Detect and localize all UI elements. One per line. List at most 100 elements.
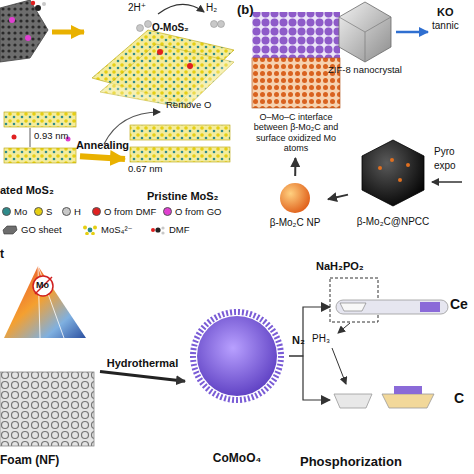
mos4-symbol: [88, 227, 93, 232]
legend-swatch: [34, 207, 43, 216]
tube-node: Ce: [330, 290, 474, 324]
legend-text: GO sheet: [21, 224, 62, 235]
ion-label: 2H⁺: [128, 2, 146, 14]
atmosphere-label: N₂: [292, 334, 305, 347]
dmf-symbol: [155, 227, 160, 232]
legend-item: Mo: [2, 206, 27, 217]
composite-node: β-Mo₂C@NPCC: [348, 132, 438, 236]
legend-swatch: [92, 207, 101, 216]
hydrogen-atom: [218, 21, 225, 28]
legend-swatch: [2, 207, 11, 216]
legend-swatch: [62, 207, 71, 216]
edge-label: Annealing: [76, 139, 129, 152]
mo2c-crystal: [252, 58, 340, 108]
mo2c-sphere: [280, 183, 310, 213]
legend-text: S: [46, 206, 52, 217]
nanoparticle: [378, 166, 382, 170]
gas-label: PH₃: [312, 333, 330, 345]
legend-swatch: [163, 207, 172, 216]
dimension-label: 0.93 nm: [34, 131, 68, 142]
nanoparticle: [390, 158, 394, 162]
polyhedron-facet: [365, 32, 366, 62]
flower-fringe: [193, 312, 281, 400]
crystal-node: ZIF-8 nanocrystal: [326, 0, 404, 92]
legend-item: DMF: [150, 224, 190, 235]
element-label: Mo: [36, 280, 49, 290]
mos2-sheet: [100, 44, 234, 108]
polyhedron-facet: [339, 17, 391, 32]
legend-text: Mo: [14, 206, 27, 217]
nanoparticle: [398, 178, 402, 182]
go-sheet: [0, 0, 48, 62]
branch-line: [289, 356, 330, 400]
legend-text: DMF: [169, 224, 190, 235]
dmf-molecule: [31, 1, 35, 5]
flow-arrow: [294, 158, 296, 176]
node-text: O-MoS₂: [152, 22, 189, 34]
sample: [394, 386, 422, 394]
panel-label: (b): [237, 3, 254, 18]
dmf-symbol: [161, 226, 164, 229]
reagent-label: KO: [437, 6, 454, 19]
mo-circle: [33, 276, 53, 296]
process-arrow: [396, 31, 428, 34]
hydrogen-atom: [211, 21, 218, 28]
legend-item: S: [34, 206, 52, 217]
node-text: Pristine MoS₂: [147, 190, 219, 203]
oxygen-atom: [25, 35, 31, 41]
node-text: CoMoO₄: [185, 452, 289, 466]
nanoparticle: [406, 163, 410, 167]
flow-arrow: [328, 195, 348, 200]
annealing-arrow: [80, 156, 125, 159]
gas-arrow: [338, 323, 350, 333]
hydrogen-atom: [145, 21, 152, 28]
legend-item: GO sheet: [2, 224, 62, 235]
legend-item: O from DMF: [92, 206, 156, 217]
reagent-label: tannic: [432, 20, 459, 32]
legend-symbol: [2, 225, 18, 235]
mos2-layer: [4, 112, 76, 127]
mos4-symbol: [93, 225, 97, 229]
panel-label: t: [0, 248, 4, 262]
legend-item: H: [62, 206, 81, 217]
legend-item: MoS₄²⁻: [82, 224, 133, 235]
process-arrow: [52, 30, 84, 35]
node-text: β-Mo₂C NP: [262, 217, 328, 229]
dmf-molecule: [35, 5, 41, 11]
legend-text: MoS₄²⁻: [101, 224, 133, 235]
mo-circle: [35, 277, 52, 294]
reaction-cone: [4, 266, 86, 338]
node-text: ZIF-8 nanocrystal: [326, 65, 404, 76]
oxygen-atom: [12, 135, 17, 140]
particle-node: β-Mo₂C NP: [262, 176, 328, 238]
node-text: Foam (NF): [0, 454, 59, 468]
hydrogen-atom: [137, 25, 144, 32]
node-text: Ce: [450, 296, 468, 312]
hydrothermal-arrow: [100, 372, 185, 382]
boat: [334, 394, 372, 408]
step-label: Phosphorization: [300, 455, 402, 470]
node-text: C: [454, 390, 464, 406]
process-label: Pyro: [434, 146, 455, 158]
edge-label: Hydrothermal: [107, 358, 179, 371]
dmf-symbol: [161, 231, 164, 234]
process-arrow: [432, 181, 462, 183]
node-text: β-Mo₂C@NPCC: [348, 216, 438, 228]
structure-node: Pristine MoS₂: [125, 118, 235, 206]
reagent-label: NaH₂PO₂: [316, 260, 364, 273]
mos4-symbol: [91, 231, 95, 234]
legend-text: H: [74, 206, 81, 217]
dimension-label: 0.67 nm: [128, 164, 162, 175]
legend-text: O from DMF: [104, 206, 156, 217]
mos2-layer: [130, 147, 230, 162]
sheet-node: O-MoS₂: [88, 0, 235, 108]
boat: [382, 394, 434, 408]
go-sheet-symbol: [3, 226, 17, 234]
mos2-layer: [130, 125, 230, 140]
interface-node: O–Mo–C interface between β-Mo₂C and surf…: [245, 6, 347, 158]
node-text: O–Mo–C interface between β-Mo₂C and surf…: [245, 112, 347, 153]
oxidized-mo-layer: [252, 12, 340, 58]
reaction-arrow: [158, 4, 204, 14]
